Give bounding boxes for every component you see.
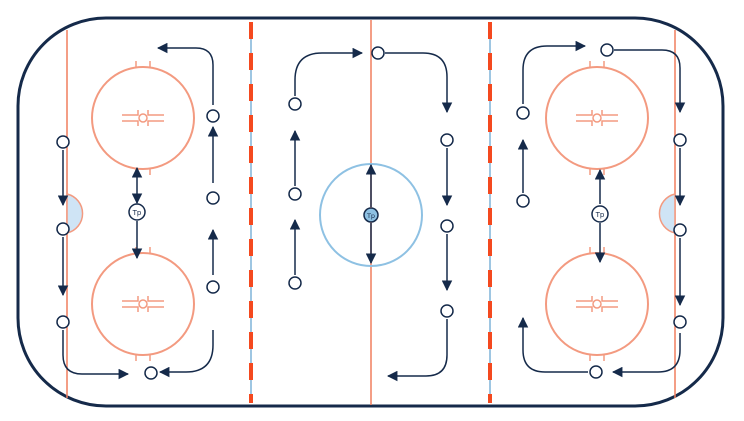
cone-icon [144,366,158,380]
faceoff-dot-icon [592,113,602,123]
cone-icon [288,97,302,111]
faceoff-dot-icon [592,299,602,309]
arrow-icon [156,42,214,105]
faceoff-circle-left-bottom [91,247,195,361]
arrow-icon [611,333,681,378]
arrow-icon [62,330,130,380]
goal-crease-right [658,193,676,234]
tp-label: Tp [366,212,375,220]
tp-marker-left: Tp [128,203,146,221]
tp-marker-center: Tp [363,207,379,223]
skating-paths [57,40,686,382]
cone-icon [440,133,454,147]
tp-label: Tp [132,209,142,217]
cone-icon [288,276,302,290]
cone-icon [440,304,454,318]
arrow-icon [522,40,587,104]
cone-icon [206,191,220,205]
cone-icon [56,315,70,329]
cone-icon [206,280,220,294]
cone-icon [516,106,530,120]
goal-crease-left [66,193,84,234]
arrow-icon [517,316,588,373]
arrow-icon [294,47,364,96]
tp-marker-right: Tp [591,205,609,223]
cone-icon [440,219,454,233]
cone-icon [673,223,687,237]
arrow-icon [158,330,214,378]
cone-icon [600,43,614,57]
cone-icon [56,135,70,149]
arrow-icon [614,49,686,114]
cone-icon [673,315,687,329]
cone-icon [673,133,687,147]
cone-icon [516,194,530,208]
faceoff-dot-icon [138,299,148,309]
cones [56,43,687,380]
cone-icon [589,365,603,379]
cone-icon [206,109,220,123]
cone-icon [371,46,385,60]
arrow-icon [386,319,448,382]
faceoff-dot-icon [138,113,148,123]
cone-icon [288,187,302,201]
tp-label: Tp [595,211,605,219]
cone-icon [56,222,70,236]
arrow-icon [385,52,453,114]
